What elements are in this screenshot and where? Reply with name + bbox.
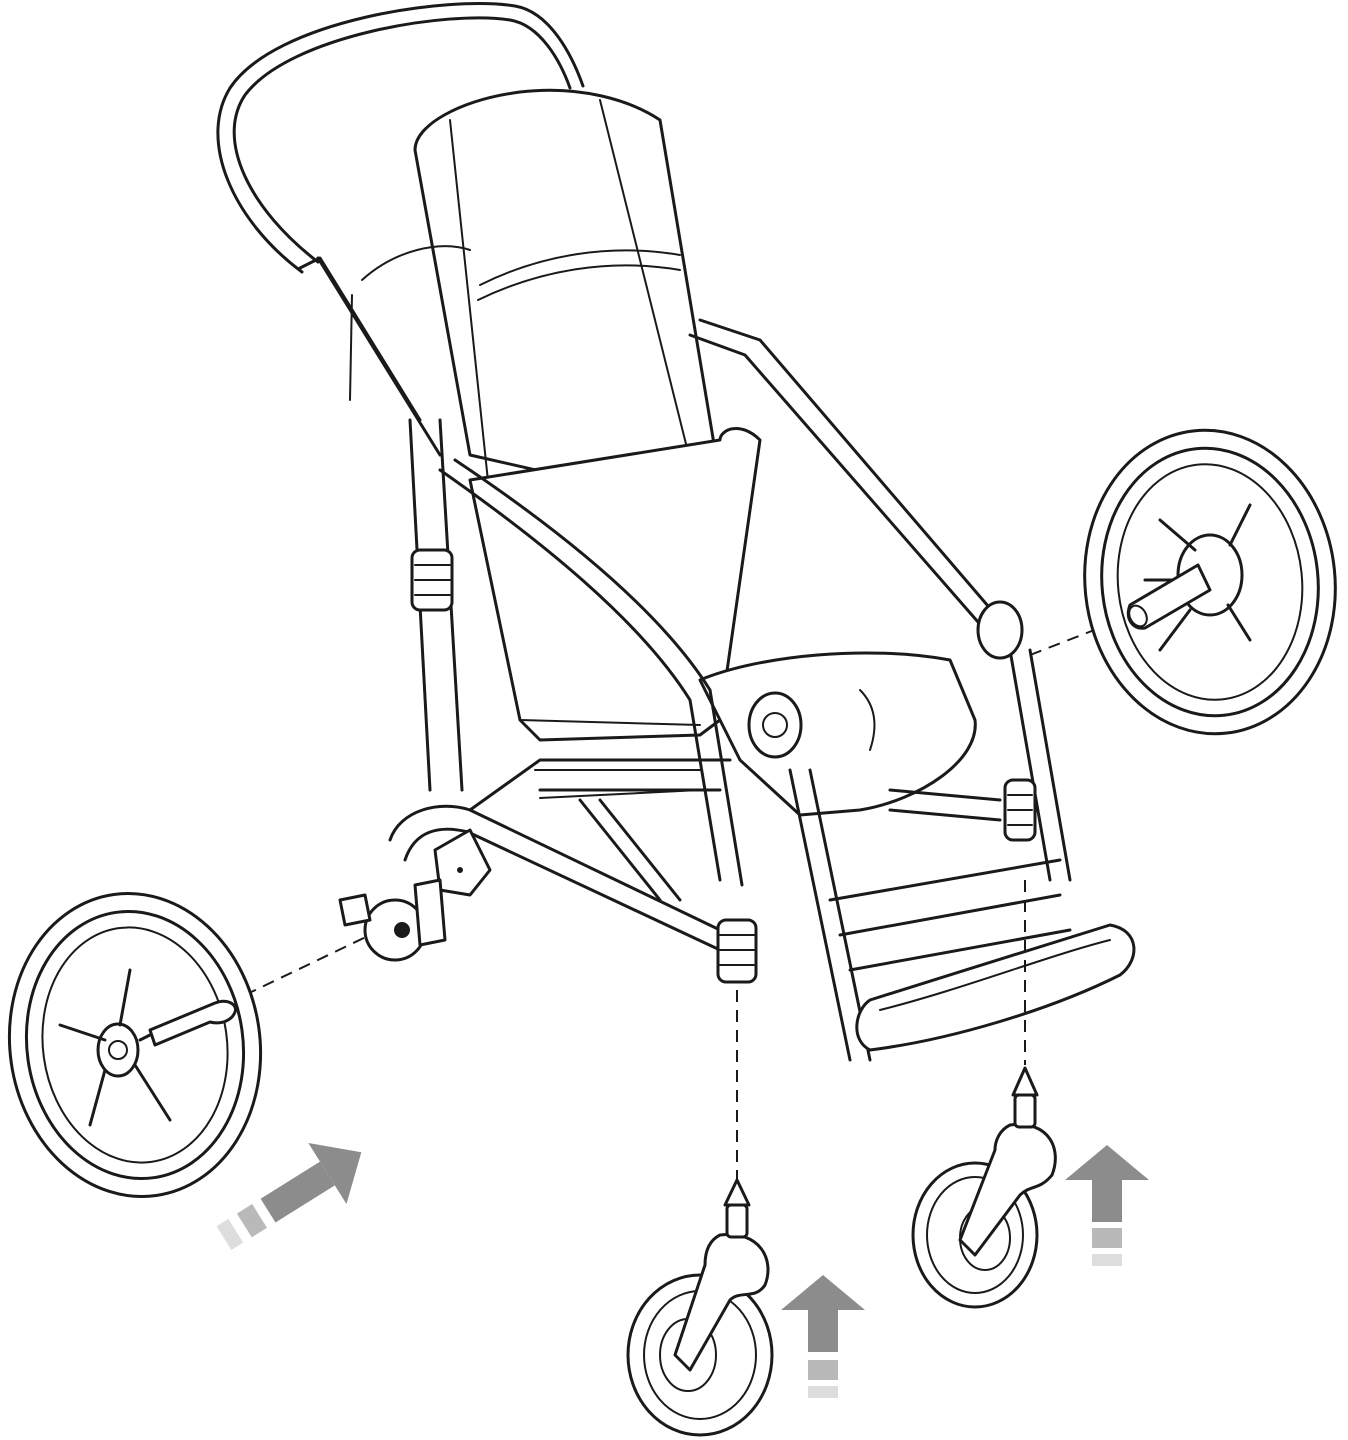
rear-wheel-right-icon	[1083, 428, 1337, 736]
lower-frame	[388, 758, 732, 952]
side-frame	[408, 318, 1002, 887]
direction-arrow-icon	[216, 1142, 1149, 1398]
front-caster-right-icon	[911, 1066, 1057, 1309]
front-caster-left-icon	[626, 1178, 774, 1437]
backrest	[349, 88, 723, 508]
seat	[468, 427, 977, 817]
axle-mount-left	[338, 878, 447, 962]
rear-wheel-left-icon	[7, 891, 263, 1199]
footrest	[747, 600, 1136, 1062]
push-handle	[216, 2, 585, 457]
caster-spring	[716, 918, 758, 984]
